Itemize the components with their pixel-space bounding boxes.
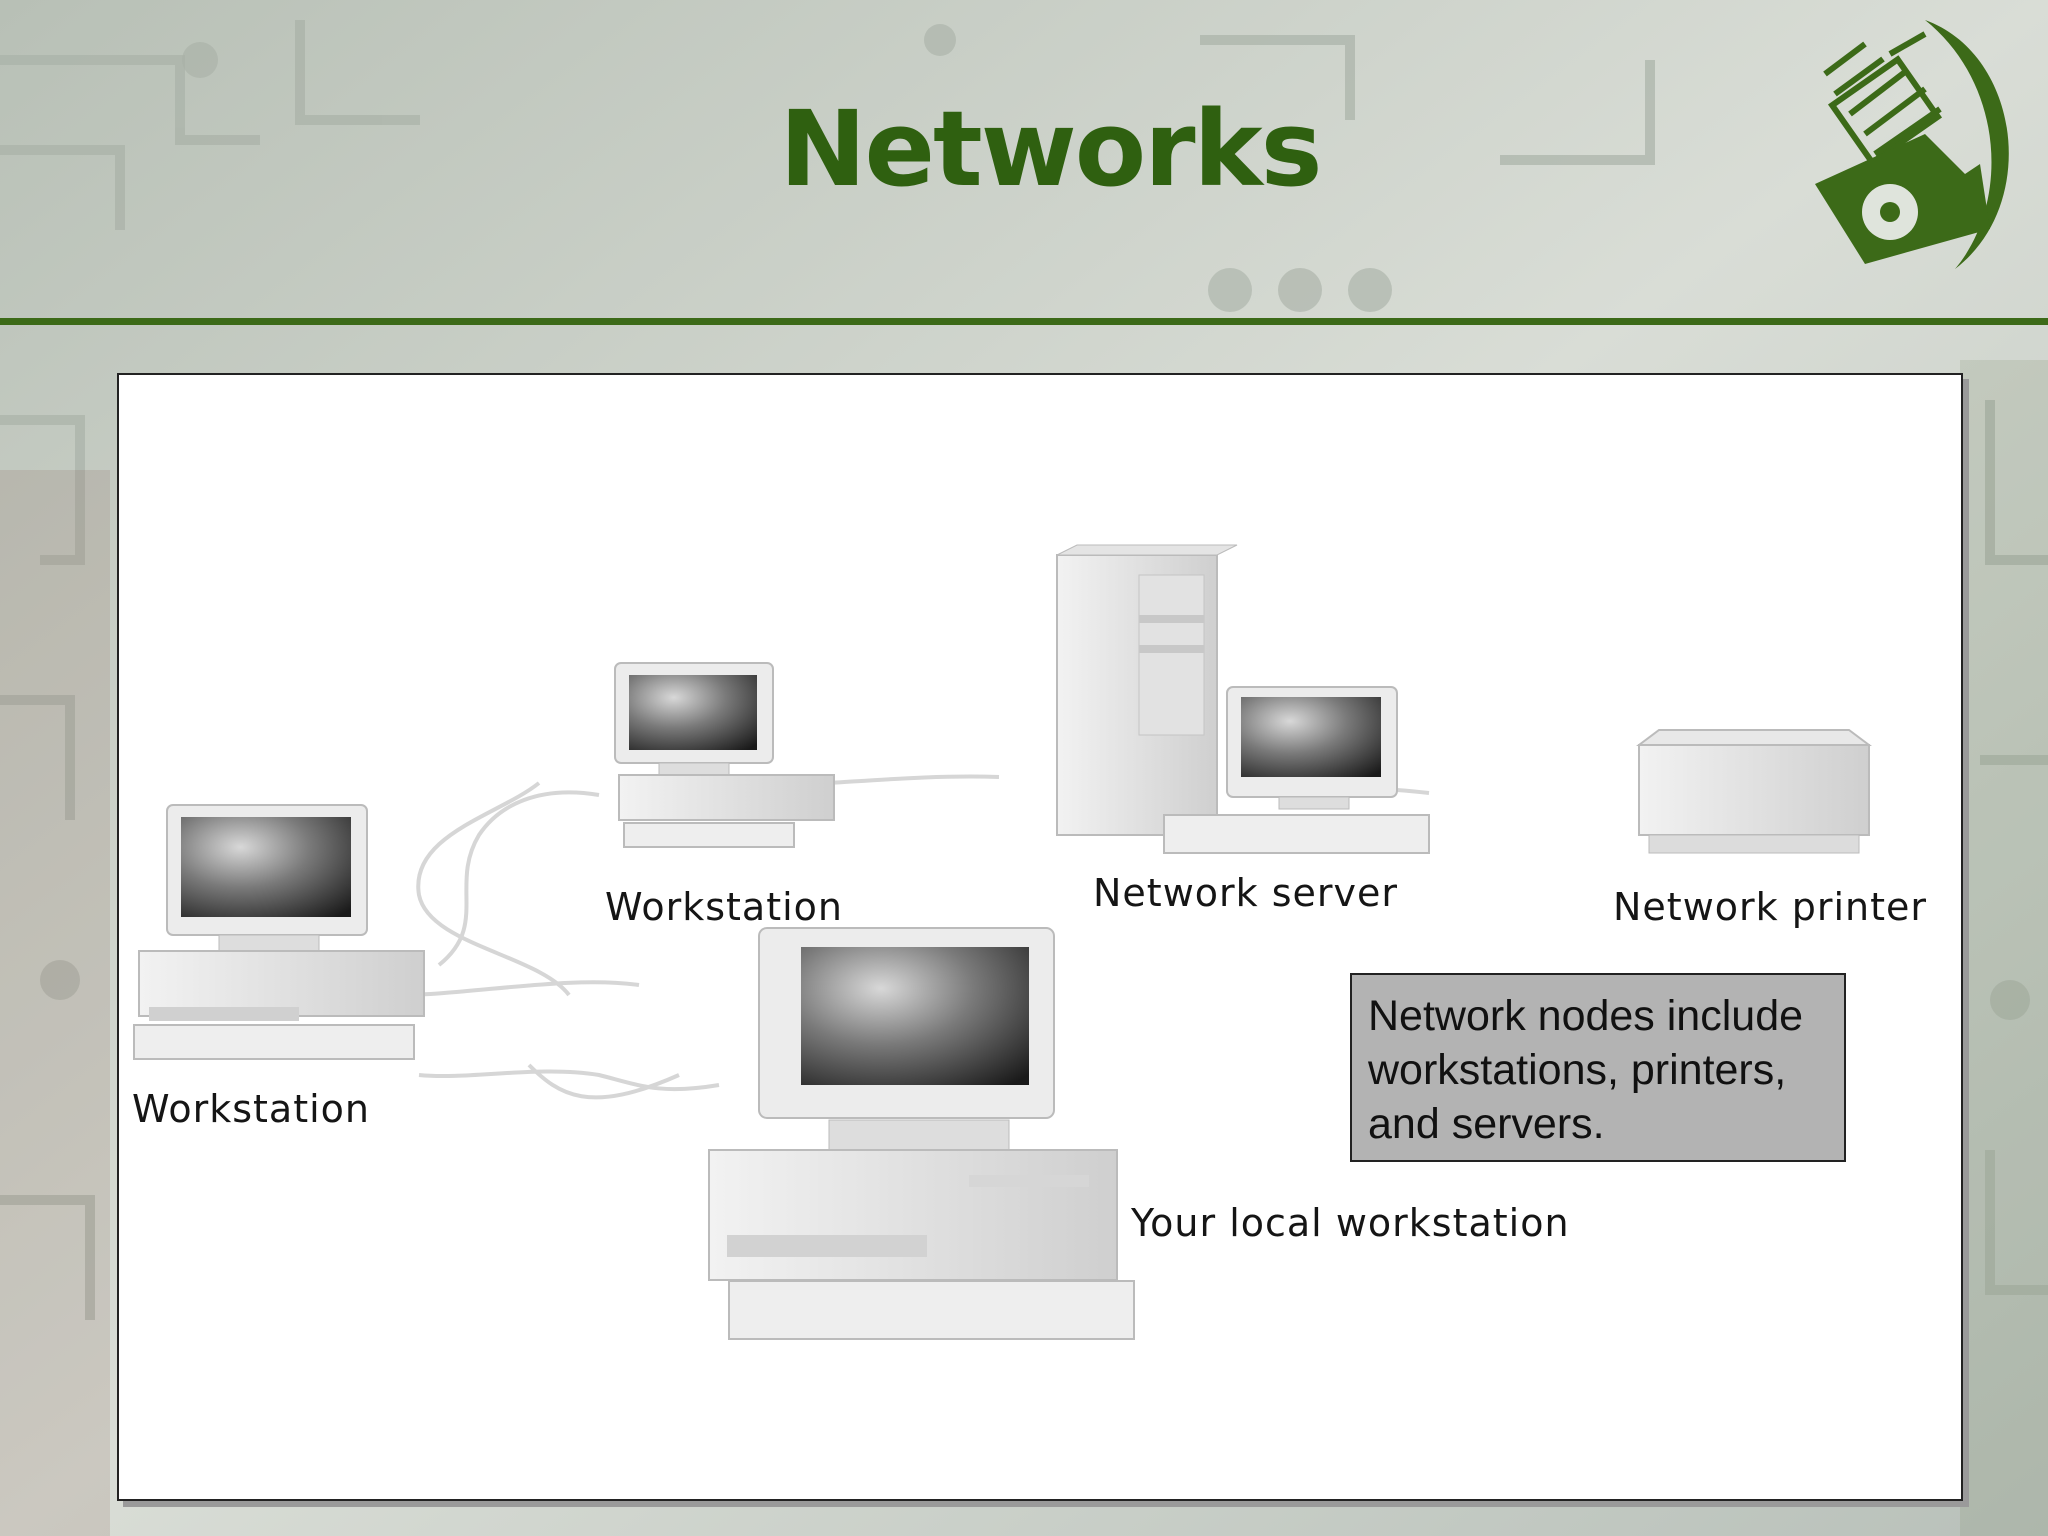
local-workstation-computer — [708, 927, 1135, 1340]
label-local-workstation: Your local workstation — [1131, 1201, 1570, 1245]
slide-title: Networks — [779, 88, 1322, 210]
circuit-disk-logo-icon — [1815, 20, 2009, 269]
network-illustration — [133, 544, 1872, 1340]
network-cables — [398, 774, 1430, 1100]
label-workstation-left: Workstation — [132, 1087, 370, 1131]
network-printer-device — [1636, 729, 1872, 854]
callout-box: Network nodes include workstations, prin… — [1350, 973, 1846, 1162]
title-divider — [0, 318, 2048, 325]
label-network-printer: Network printer — [1613, 885, 1928, 929]
network-diagram: Workstation Workstation Network server N… — [117, 373, 1963, 1501]
workstation-left-computer — [133, 804, 425, 1060]
network-server-computer — [1056, 544, 1430, 854]
label-network-server: Network server — [1093, 871, 1399, 915]
workstation-top-computer — [614, 662, 835, 848]
label-workstation-top: Workstation — [605, 885, 843, 929]
